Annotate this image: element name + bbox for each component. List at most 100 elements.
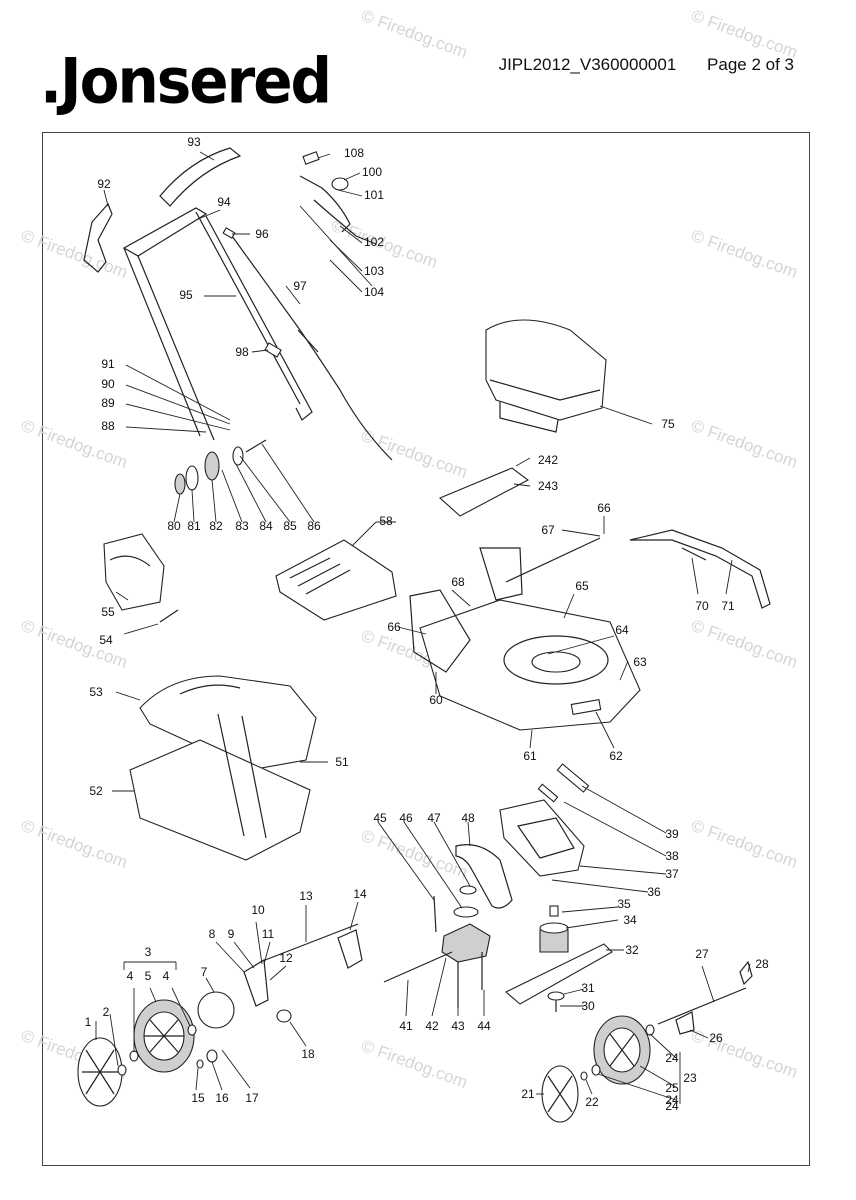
callout-label-24: 24 [665,1099,679,1113]
axle-rod-67 [505,537,601,583]
callout-label-3: 4 [127,969,134,983]
bar-39 [556,763,590,793]
page-indicator: Page 2 of 3 [707,55,794,74]
badge-62 [570,699,602,715]
callout-label-11: 12 [279,951,293,965]
callout-label-10: 11 [262,927,275,941]
bracket-26 [675,1011,695,1035]
height-rod-13 [259,923,359,963]
watermark-text: © Firedog.com [19,816,130,872]
washer-85 [232,446,244,466]
handle-right-tube-95 [195,211,313,421]
handle-top-bar [122,207,208,257]
callout-label-77: 94 [217,195,231,209]
callout-label-29: 31 [581,981,595,995]
callout-label-16: 17 [245,1091,259,1105]
callout-label-22: 24 [665,1093,679,1107]
bolt-96 [222,227,236,239]
callout-label-70: 86 [307,519,321,533]
callout-label-21: 24 [665,1051,679,1065]
grass-collector [129,675,317,861]
bar-38 [537,783,559,803]
cable-102 [313,199,377,245]
watermark-text: © Firedog.com [359,1036,470,1092]
callout-label-69: 85 [283,519,297,533]
watermark-text: © Firedog.com [689,416,800,472]
clip-108 [302,151,320,165]
diagram-frame [42,132,810,1166]
brand-logo: .Jonsered [40,44,332,118]
callout-label-31: 34 [623,913,637,927]
callout-label-2: 3 [145,945,152,959]
callout-label-1: 2 [103,1005,110,1019]
nut-2 [117,1064,127,1076]
rear-handle-71 [629,529,771,609]
knob-82 [204,451,220,481]
callout-label-85: 103 [364,264,384,278]
callout-label-56: 65 [575,579,589,593]
callout-label-27: 28 [755,957,769,971]
knob-100 [331,177,349,191]
callout-label-78: 95 [179,288,193,302]
callout-label-30: 32 [625,943,639,957]
callout-label-68: 84 [259,519,273,533]
callout-label-0: 1 [85,1015,92,1029]
bolt-86 [245,439,267,453]
rear-axle-27 [657,987,747,1025]
callout-label-41: 45 [373,811,387,825]
mulch-plug-55 [103,533,165,611]
callout-label-19: 22 [585,1095,599,1109]
callout-label-88: 242 [538,453,558,467]
callout-label-35: 38 [665,849,679,863]
callout-label-23: 25 [665,1081,679,1095]
spring-45 [433,895,437,933]
document-header: JIPL2012_V360000001 Page 2 of 3 [499,55,794,75]
callout-label-55: 64 [615,623,629,637]
spring-54 [159,609,179,623]
bearing-4b [187,1024,197,1036]
callout-label-20: 23 [683,1071,697,1085]
callout-label-84: 102 [364,235,384,249]
callout-label-52: 61 [523,749,537,763]
callout-label-71: 88 [101,419,115,433]
drive-shaft-41 [383,951,453,983]
callout-label-8: 9 [228,927,235,941]
callout-label-53: 62 [609,749,623,763]
callout-label-65: 81 [187,519,201,533]
watermark-text: © Firedog.com [329,216,440,272]
callout-label-83: 101 [364,188,384,202]
callout-label-48: 54 [99,633,113,647]
handle-left-tube [123,247,215,441]
callout-label-26: 27 [695,947,709,961]
gear-7 [197,991,235,1029]
callout-label-45: 51 [335,755,349,769]
callout-label-25: 26 [709,1031,723,1045]
callout-label-82: 100 [362,165,382,179]
callout-label-38: 42 [425,1019,439,1033]
callout-label-40: 44 [477,1019,491,1033]
callout-label-59: 68 [451,575,465,589]
bracket-8 [243,958,269,1007]
callout-label-18: 21 [521,1087,535,1101]
callout-label-44: 48 [461,811,475,825]
blade-assembly [505,905,613,1012]
nut-81 [185,465,199,491]
watermark-text: © Firedog.com [19,226,130,282]
watermark-text: © Firedog.com [689,816,800,872]
belt-48 [455,844,513,909]
watermark-text: © Firedog.com [689,226,800,282]
callout-label-4: 5 [145,969,152,983]
leader-lines [95,151,751,1104]
callout-label-37: 41 [399,1019,413,1033]
key-35 [549,905,559,917]
callout-label-13: 14 [353,887,367,901]
watermark-text: © Firedog.com [19,616,130,672]
callout-label-36: 39 [665,827,679,841]
callout-label-64: 80 [167,519,181,533]
handle-clip-92 [83,202,113,273]
front-left-wheel-assembly [77,923,363,1107]
lever-14 [337,929,363,969]
callout-label-12: 13 [299,889,313,903]
